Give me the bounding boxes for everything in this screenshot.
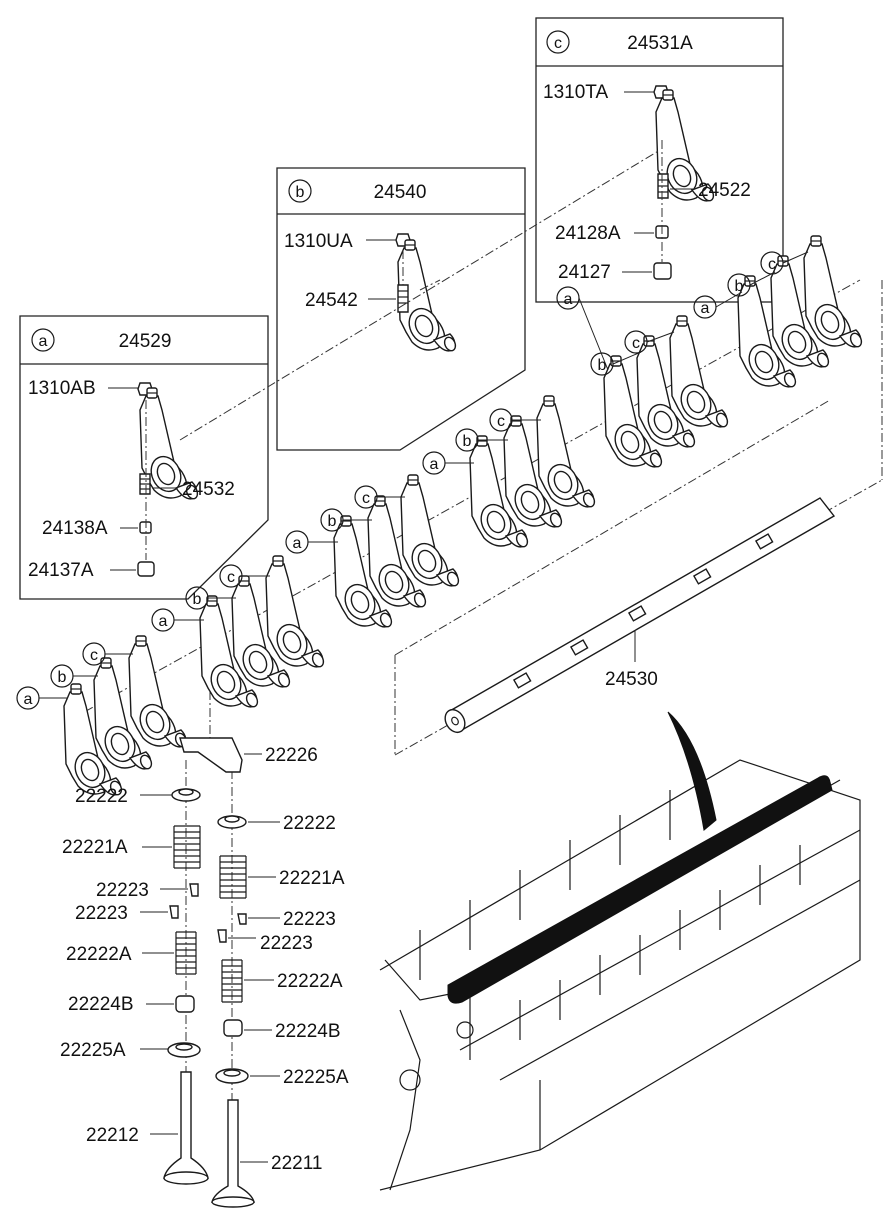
- bridge-label: 22226: [265, 745, 318, 766]
- callout-letter-b: b: [328, 513, 337, 530]
- box-c-screw-label: 24522: [698, 180, 751, 201]
- box-a-screw-label: 24532: [182, 479, 235, 500]
- rocker-shaft: 24530: [444, 497, 836, 734]
- callout-letter-b: b: [463, 433, 472, 450]
- box-c-letter: c: [554, 35, 562, 52]
- callout-letter-a: a: [430, 456, 439, 473]
- callout-letter-a: a: [701, 300, 710, 317]
- valve-right-label: 22211: [271, 1153, 322, 1174]
- callout-letter-a: a: [159, 613, 168, 630]
- callout-letter-a: a: [24, 691, 33, 708]
- box-a-nut2-label: 24138A: [42, 518, 108, 539]
- valve-train: 22226 22222 22222 22221A 22221A 22223 22…: [60, 737, 349, 1208]
- callout-letter-c: c: [497, 413, 505, 430]
- callout-letter-a: a: [564, 291, 573, 308]
- box-b-nut-label: 1310UA: [284, 231, 353, 252]
- detail-box-c: c 24531A 1310TA 24522 24128A 24127: [535, 17, 784, 303]
- callout-letter-c: c: [362, 490, 370, 507]
- seal-left-label: 22224B: [68, 994, 134, 1015]
- detail-box-b: b 24540 1310UA 24542: [276, 167, 526, 451]
- callout-letter-b: b: [58, 669, 67, 686]
- box-c-cap-label: 24127: [558, 262, 611, 283]
- callout-letter-b: b: [193, 591, 202, 608]
- callout-letter-c: c: [632, 335, 640, 352]
- key-2-label: 22223: [75, 903, 128, 924]
- box-a-letter: a: [39, 333, 48, 350]
- retainer-left-label: 22225A: [60, 1040, 126, 1061]
- callout-letter-c: c: [90, 647, 98, 664]
- box-c-nut2-label: 24128A: [555, 223, 621, 244]
- key-4-label: 22223: [260, 933, 313, 954]
- box-a-cap-label: 24137A: [28, 560, 94, 581]
- cylinder-head: [379, 711, 861, 1191]
- valve-left-label: 22212: [86, 1125, 139, 1146]
- detail-box-a: a 24529 1310AB 24532 24138A 24137A: [19, 315, 269, 600]
- box-b-title: 24540: [374, 182, 427, 203]
- outer-spring-right-label: 22221A: [279, 868, 345, 889]
- seat-right-label: 22222: [283, 813, 336, 834]
- callout-letter-c: c: [768, 256, 776, 273]
- inner-spring-right-label: 22222A: [277, 971, 343, 992]
- seat-left-label: 22222: [75, 786, 128, 807]
- outer-spring-left-label: 22221A: [62, 837, 128, 858]
- box-c-title: 24531A: [627, 33, 693, 54]
- box-a-nut-label: 1310AB: [28, 378, 96, 399]
- retainer-right-label: 22225A: [283, 1067, 349, 1088]
- shaft-label: 24530: [605, 669, 658, 690]
- box-b-screw-label: 24542: [305, 290, 358, 311]
- box-a-title: 24529: [119, 331, 172, 352]
- seal-right-label: 22224B: [275, 1021, 341, 1042]
- box-c-nut-label: 1310TA: [543, 82, 608, 103]
- inner-spring-left-label: 22222A: [66, 944, 132, 965]
- box-b-letter: b: [296, 184, 305, 201]
- callout-letter-b: b: [735, 278, 744, 295]
- key-3-label: 22223: [283, 909, 336, 930]
- callout-letter-b: b: [598, 357, 607, 374]
- key-1-label: 22223: [96, 880, 149, 901]
- callout-letter-c: c: [227, 569, 235, 586]
- rocker-callouts: a b c a b c a b c a b c a b c a b c: [16, 251, 809, 710]
- callout-letter-a: a: [293, 535, 302, 552]
